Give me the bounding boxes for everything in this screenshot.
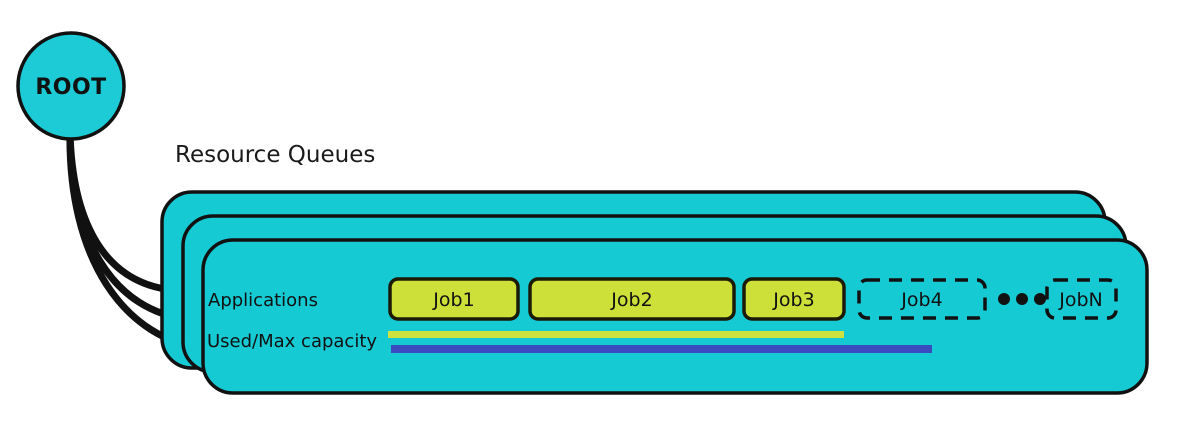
row-label-used-max-capacity: Used/Max capacity <box>207 331 377 352</box>
root-node-label: ROOT <box>35 75 106 100</box>
application-job4-box[interactable] <box>857 278 987 320</box>
ellipsis-dot-3 <box>1034 293 1046 305</box>
application-job4[interactable]: Job4 <box>857 278 987 320</box>
application-job4-label: Job4 <box>900 289 942 311</box>
application-jobn[interactable]: JobN <box>1045 278 1118 320</box>
application-job3-box[interactable] <box>742 277 846 321</box>
application-jobn-box[interactable] <box>1045 278 1118 320</box>
application-job1[interactable]: Job1 <box>388 277 520 321</box>
application-job2-label: Job2 <box>610 289 652 311</box>
root-node-circle[interactable] <box>16 31 126 141</box>
max-capacity-bar <box>391 345 932 353</box>
applications-ellipsis <box>998 293 1046 305</box>
application-job2-box[interactable] <box>528 277 736 321</box>
connector-line-1 <box>66 128 176 294</box>
application-jobn-label: JobN <box>1058 289 1103 311</box>
used-capacity-bar <box>388 331 844 338</box>
application-job3-label: Job3 <box>772 289 814 311</box>
application-job3[interactable]: Job3 <box>742 277 846 321</box>
ellipsis-dot-2 <box>1016 293 1028 305</box>
resource-queues-title: Resource Queues <box>175 142 375 168</box>
ellipsis-dot-1 <box>998 293 1010 305</box>
row-label-applications: Applications <box>208 290 318 311</box>
application-job1-label: Job1 <box>432 289 474 311</box>
application-job1-box[interactable] <box>388 277 520 321</box>
application-job2[interactable]: Job2 <box>528 277 736 321</box>
